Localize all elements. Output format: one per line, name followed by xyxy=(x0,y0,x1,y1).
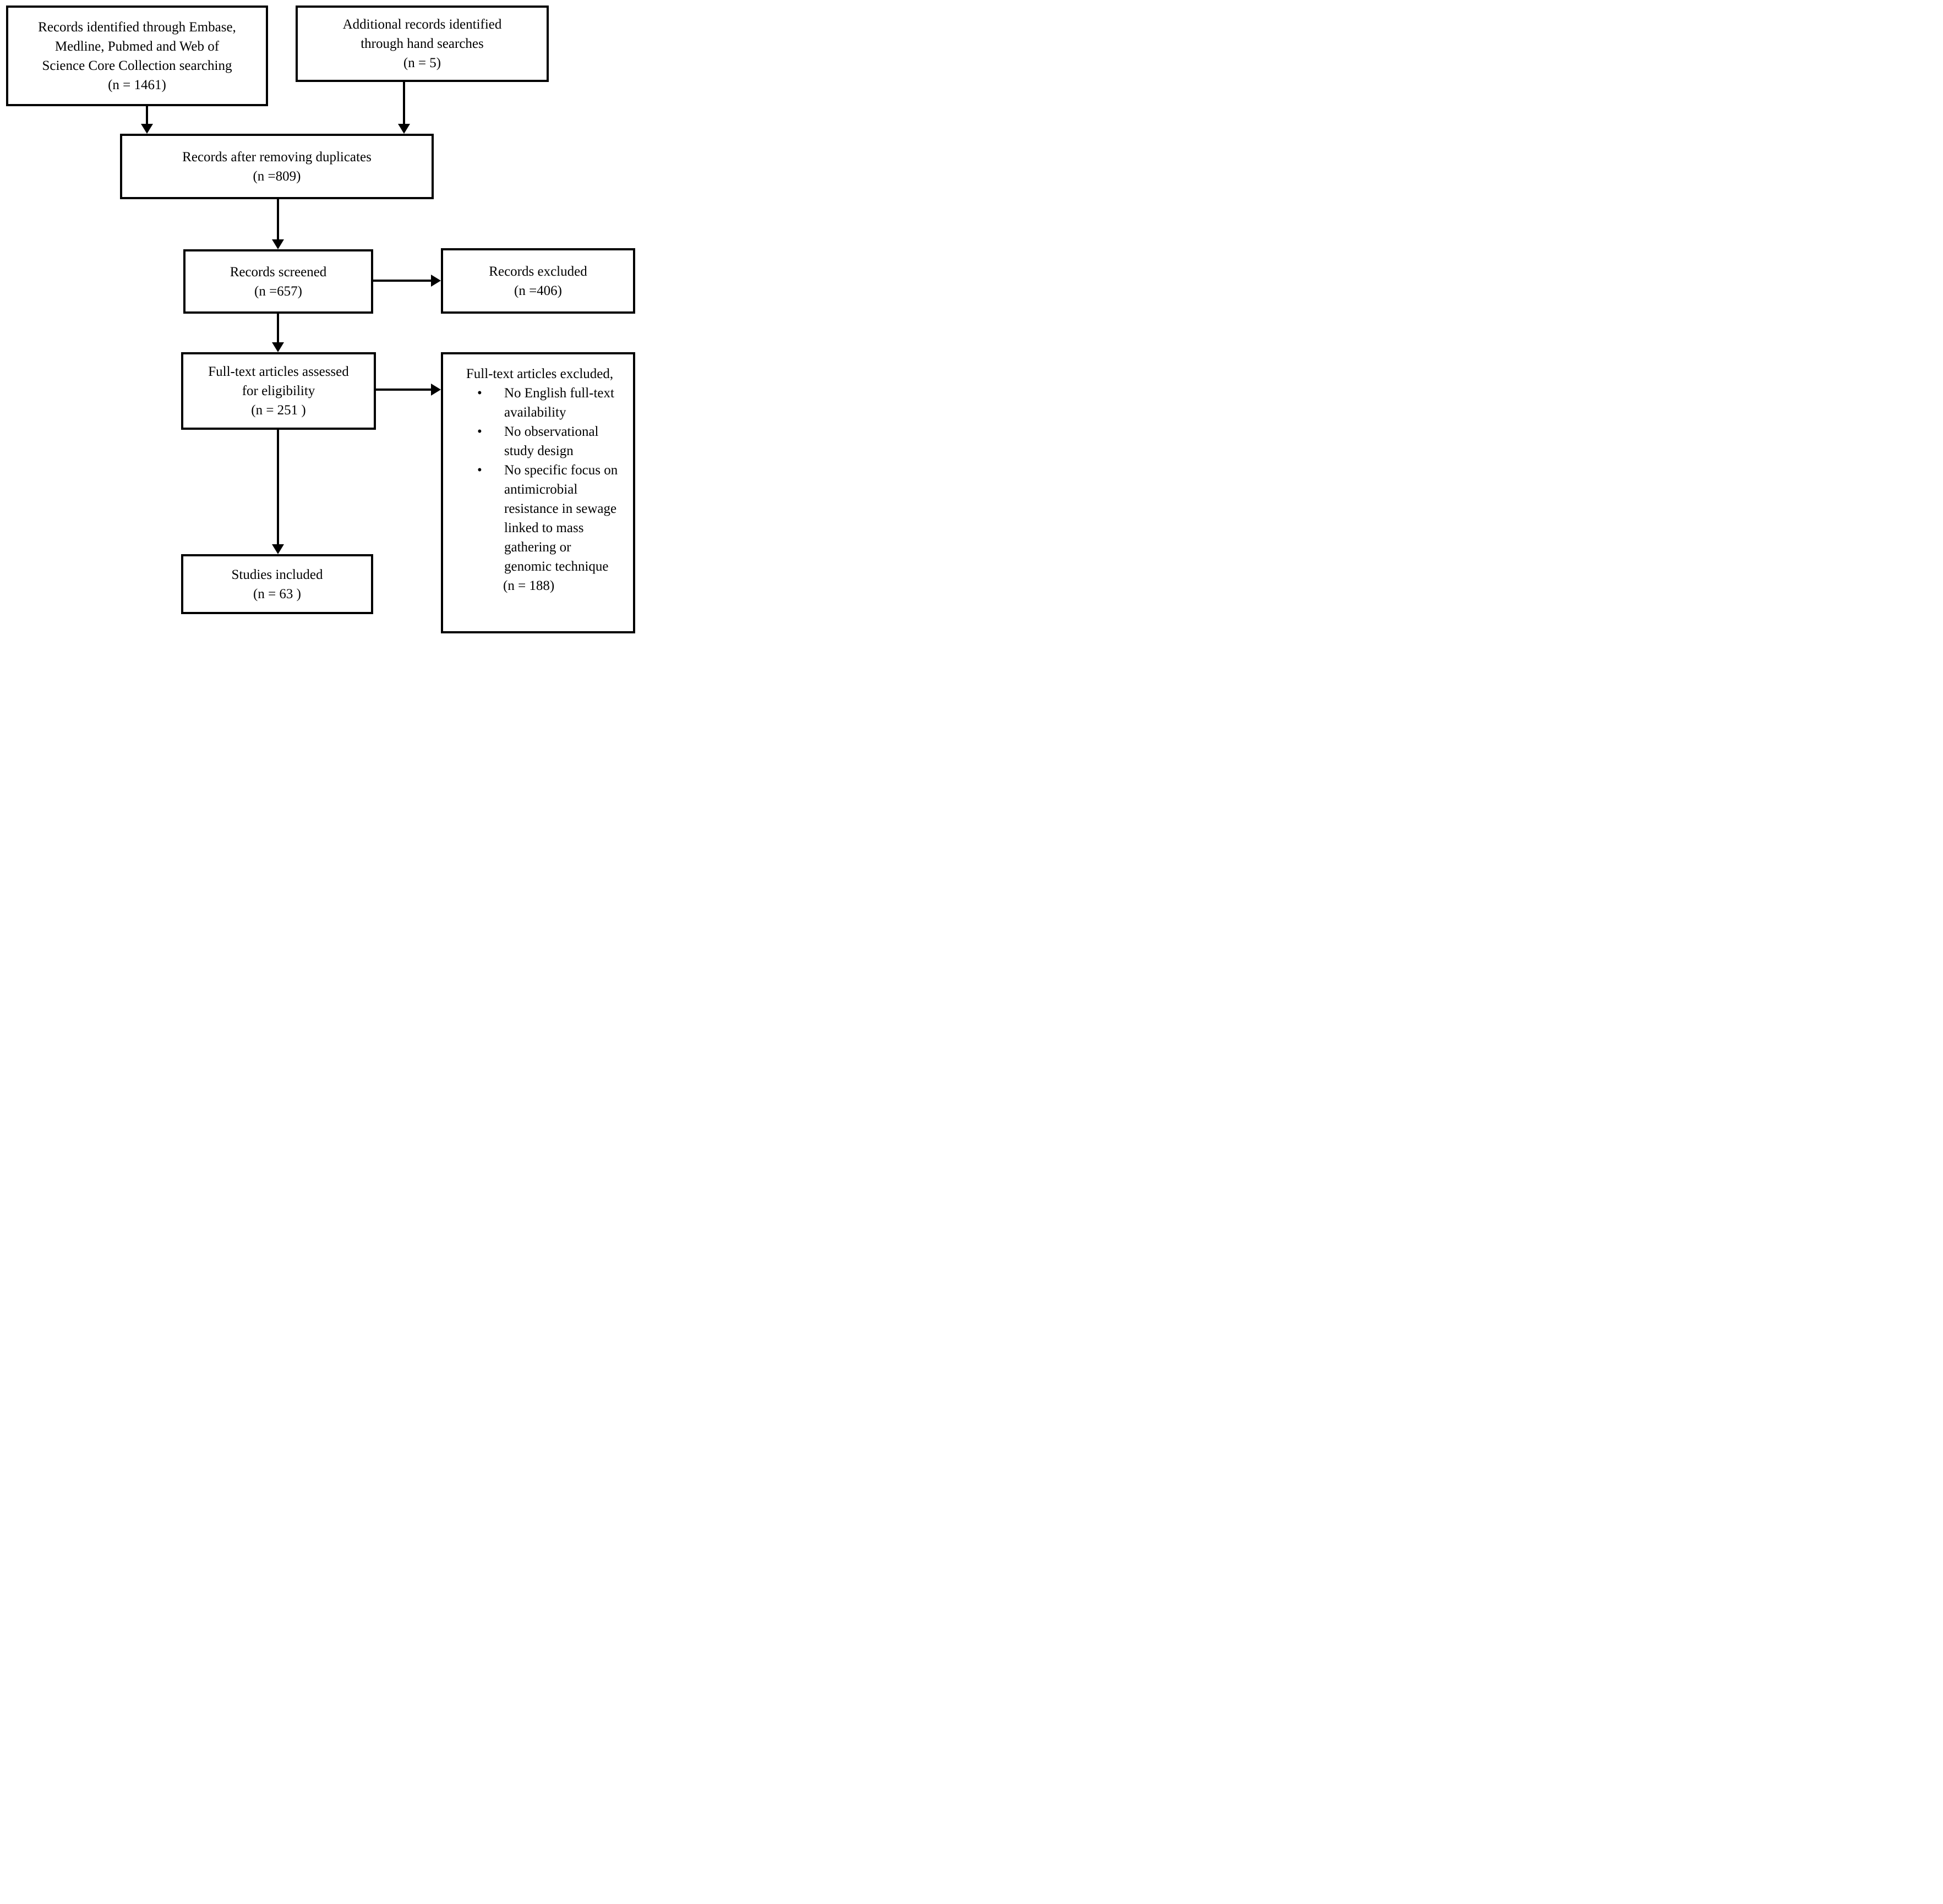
arrow-hand-search-to-deduplicated xyxy=(398,82,410,134)
box-records-identified: Records identified through Embase, Medli… xyxy=(6,6,268,106)
bullet-icon: • xyxy=(477,424,482,439)
box-fulltext-assessed: Full-text articles assessed for eligibil… xyxy=(181,352,376,430)
list-item-text: No specific focus on antimicrobial resis… xyxy=(504,463,618,574)
exclusion-reasons-list: • No English full-text availability • No… xyxy=(450,384,630,576)
arrow-fulltext-assessed-to-fulltext-excluded xyxy=(376,384,441,396)
list-item: • No English full-text availability xyxy=(450,384,630,422)
arrow-identified-to-deduplicated xyxy=(141,106,153,134)
bullet-icon: • xyxy=(477,386,482,401)
box-fulltext-assessed-text: Full-text articles assessed for eligibil… xyxy=(208,364,349,418)
box-additional-records-text: Additional records identified through ha… xyxy=(342,17,502,70)
arrow-screened-to-records-excluded xyxy=(373,275,441,287)
list-item: • No specific focus on antimicrobial res… xyxy=(450,461,630,576)
box-records-screened: Records screened (n =657) xyxy=(183,249,373,314)
box-records-excluded: Records excluded (n =406) xyxy=(441,248,635,314)
box-records-screened-text: Records screened (n =657) xyxy=(230,264,327,299)
arrow-screened-to-fulltext-assessed xyxy=(272,314,284,352)
box-fulltext-excluded-count: (n = 188) xyxy=(503,578,555,593)
list-item: • No observational study design xyxy=(450,422,630,461)
list-item-text: No observational study design xyxy=(504,424,599,458)
list-item-text: No English full-text availability xyxy=(504,386,614,420)
box-records-after-duplicates: Records after removing duplicates (n =80… xyxy=(120,134,434,199)
box-studies-included-text: Studies included (n = 63 ) xyxy=(231,567,323,601)
box-records-excluded-text: Records excluded (n =406) xyxy=(489,264,587,298)
bullet-icon: • xyxy=(477,463,482,478)
arrow-deduplicated-to-screened xyxy=(272,199,284,249)
box-records-after-duplicates-text: Records after removing duplicates (n =80… xyxy=(182,149,372,184)
arrow-fulltext-assessed-to-included xyxy=(272,430,284,554)
box-records-identified-text: Records identified through Embase, Medli… xyxy=(38,19,236,92)
prisma-flow-diagram: Records identified through Embase, Medli… xyxy=(0,0,648,634)
box-additional-records: Additional records identified through ha… xyxy=(296,6,549,82)
box-fulltext-excluded: Full-text articles excluded, • No Englis… xyxy=(441,352,635,633)
box-studies-included: Studies included (n = 63 ) xyxy=(181,554,373,614)
box-fulltext-excluded-title: Full-text articles excluded, xyxy=(466,366,614,381)
